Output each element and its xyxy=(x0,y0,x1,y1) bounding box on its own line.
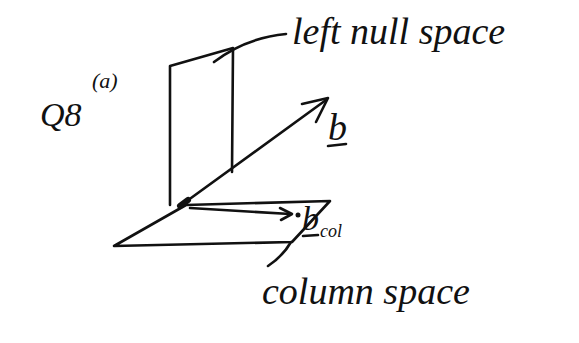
vector-b xyxy=(180,100,326,206)
part-label: (a) xyxy=(92,70,118,92)
subspace-label: left null space xyxy=(292,12,505,50)
leader-line xyxy=(268,242,291,266)
column-space-plane xyxy=(114,201,330,246)
subspace-label: column space xyxy=(262,272,470,310)
vector-label: b xyxy=(328,108,347,146)
question-number: Q8 xyxy=(40,98,82,132)
endpoint-dot xyxy=(296,213,301,218)
arrow-head xyxy=(302,98,328,122)
vector-subscript: col xyxy=(320,222,342,240)
null-space-plane xyxy=(170,48,233,205)
arrow-head xyxy=(280,208,292,220)
vector-bcol xyxy=(190,208,290,214)
origin-mark xyxy=(180,200,188,206)
leader-line xyxy=(214,34,286,62)
vector-label: b xyxy=(302,202,319,236)
